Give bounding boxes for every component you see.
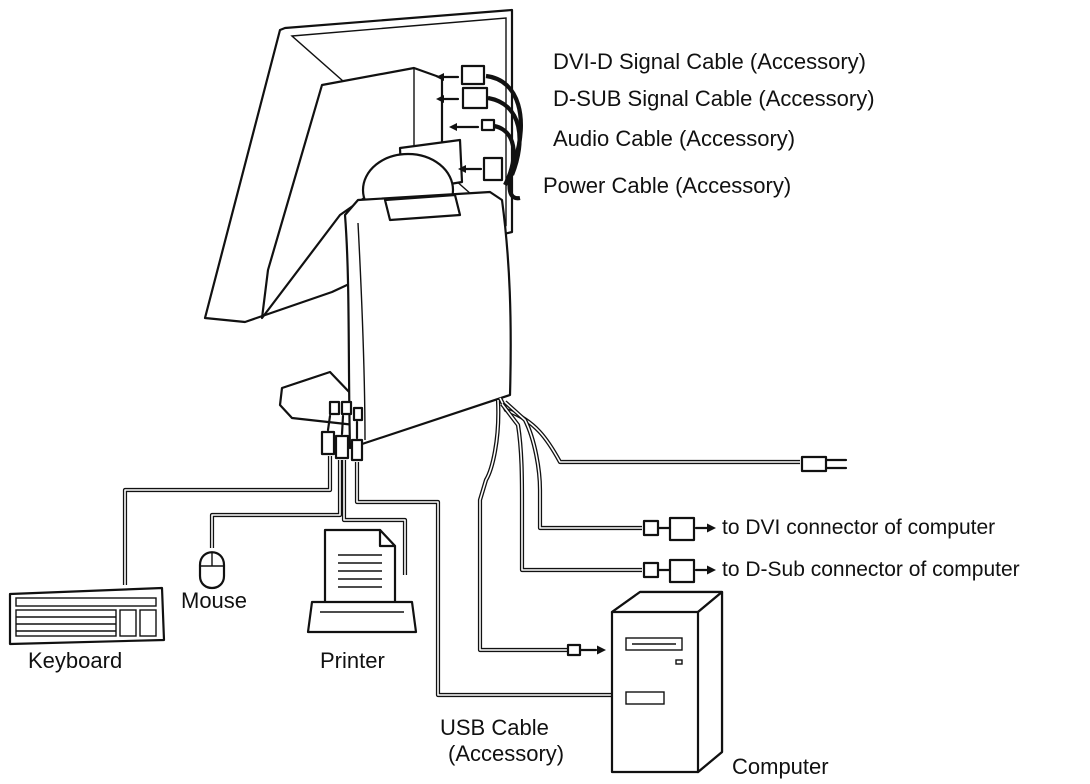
usb-cables [122,456,612,698]
usb-cable-label: USB Cable [440,715,549,740]
to-dsub-label: to D-Sub connector of computer [722,558,1020,581]
mouse-illustration [198,551,226,590]
keyboard-illustration [8,586,166,646]
top-connectors [436,64,523,201]
power-cable-label: Power Cable (Accessory) [543,173,792,198]
computer-label: Computer [732,754,829,779]
monitor-cables [477,397,848,657]
dsub-cable-label: D-SUB Signal Cable (Accessory) [553,86,875,111]
audio-cable-label: Audio Cable (Accessory) [553,126,796,151]
monitor-illustration [203,8,514,324]
dvi-cable-label: DVI-D Signal Cable (Accessory) [553,49,866,74]
printer-label: Printer [320,648,385,673]
usb-ports [320,400,364,462]
usb-accessory-label: (Accessory) [448,741,565,766]
printer-illustration [306,528,418,634]
right-arrows [597,523,716,655]
keyboard-label: Keyboard [28,648,123,673]
mouse-label: Mouse [181,588,248,613]
to-dvi-label: to DVI connector of computer [722,516,996,539]
computer-illustration [610,590,724,774]
